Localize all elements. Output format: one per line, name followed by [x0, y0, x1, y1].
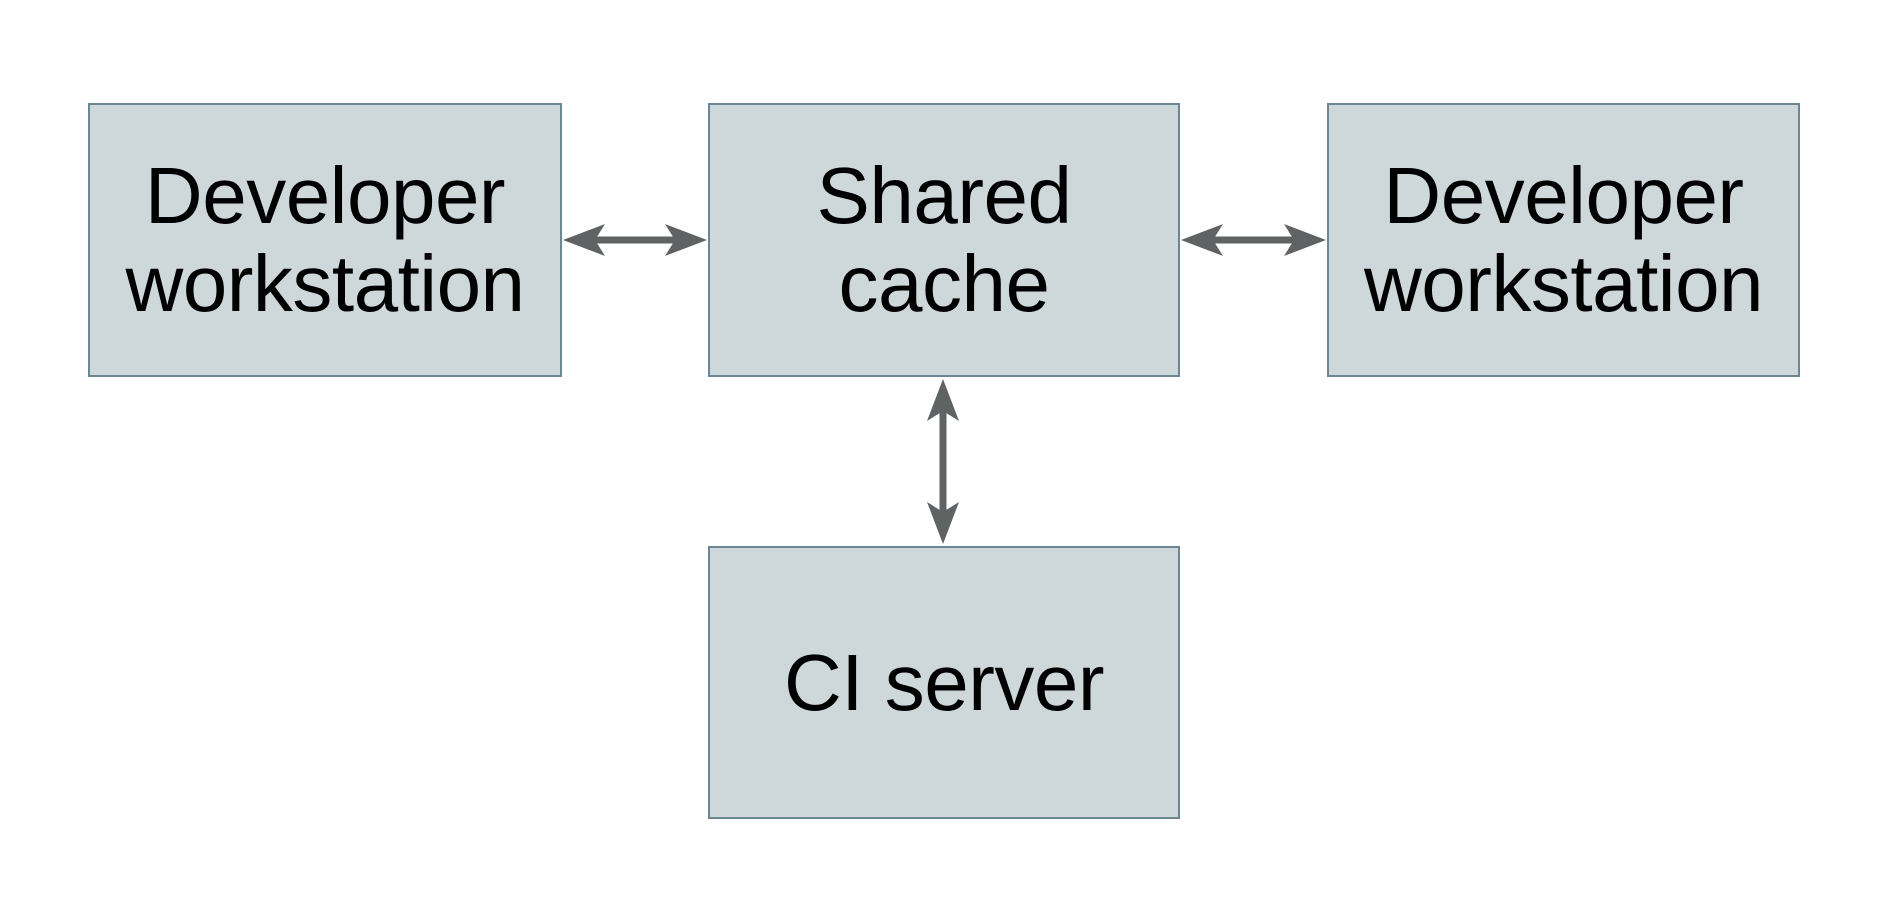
node-developer-workstation-left: Developer workstation	[88, 103, 562, 377]
node-label-line: workstation	[1363, 239, 1764, 328]
node-ci-server: CI server	[708, 546, 1180, 819]
node-label-line: Developer	[1383, 151, 1744, 240]
node-label-line: CI server	[784, 637, 1105, 727]
node-label-line: workstation	[125, 239, 525, 328]
node-developer-workstation-right: Developer workstation	[1327, 103, 1800, 377]
edge-cache-ciserver-bidirectional-arrow	[927, 379, 959, 544]
node-label-line: cache	[838, 239, 1050, 328]
edge-devleft-cache-bidirectional-arrow	[563, 224, 707, 256]
node-label-line: Shared	[816, 151, 1072, 240]
edge-cache-devright-bidirectional-arrow	[1181, 224, 1326, 256]
node-label-line: Developer	[144, 151, 506, 240]
node-shared-cache: Shared cache	[708, 103, 1180, 377]
